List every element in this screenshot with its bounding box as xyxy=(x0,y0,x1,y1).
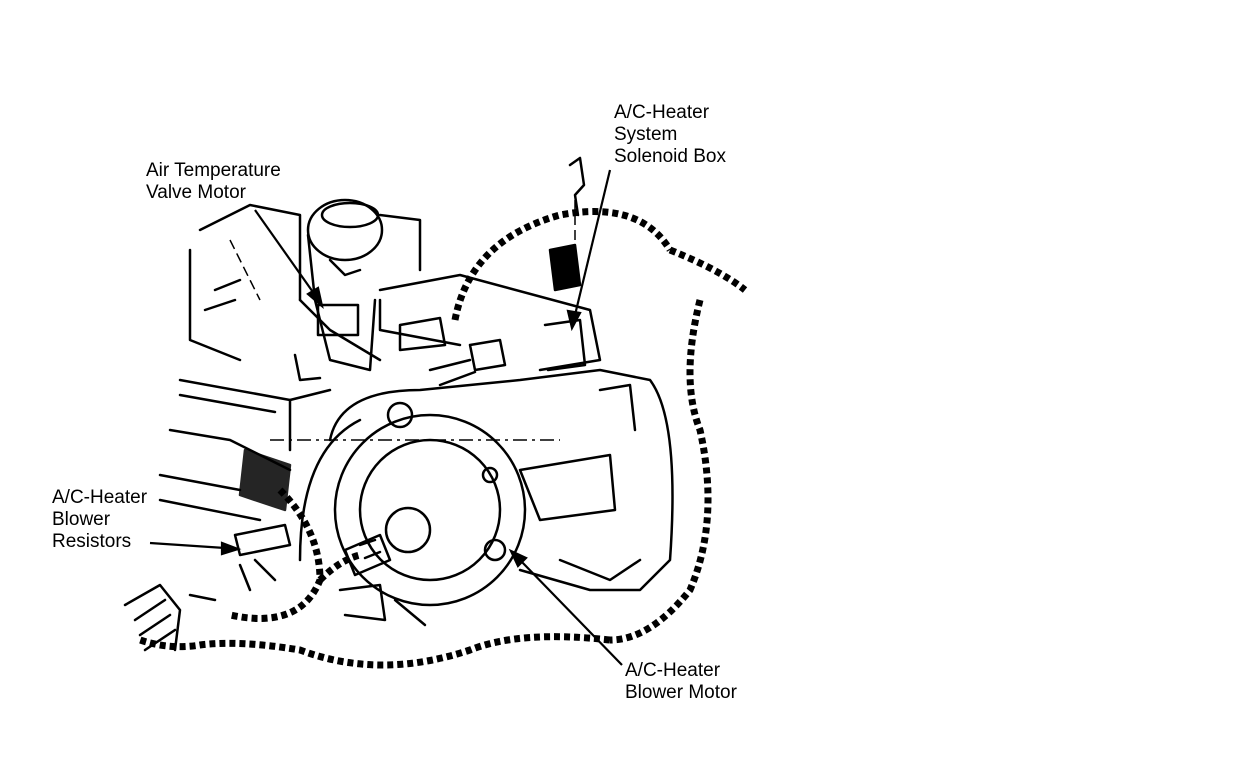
label-line: A/C-Heater xyxy=(52,487,148,508)
centerline xyxy=(229,239,261,301)
label-line: A/C-Heater xyxy=(625,660,721,681)
blower-resistors xyxy=(233,448,292,592)
wiring-harness xyxy=(138,208,748,669)
label-line: Resistors xyxy=(52,531,132,552)
leader-air-temp xyxy=(254,209,324,309)
leader-blower-motor xyxy=(508,548,623,666)
solenoid-connector xyxy=(548,156,586,292)
label-line: Air Temperature xyxy=(146,160,281,181)
label-line: Blower xyxy=(52,509,111,530)
leader-solenoid xyxy=(566,169,612,332)
motor-connector xyxy=(343,533,392,577)
label-line: System xyxy=(614,124,678,145)
air-temp-valve-motor xyxy=(293,198,422,382)
leader-resistors xyxy=(149,541,242,556)
heater-case xyxy=(158,203,382,522)
upper-duct xyxy=(378,273,602,387)
label-line: A/C-Heater xyxy=(614,102,710,123)
label-line: Blower Motor xyxy=(625,682,737,703)
label-line: Valve Motor xyxy=(146,182,246,203)
harness-connectors xyxy=(123,583,217,652)
blower-housing xyxy=(298,368,674,627)
label-line: Solenoid Box xyxy=(614,146,726,167)
